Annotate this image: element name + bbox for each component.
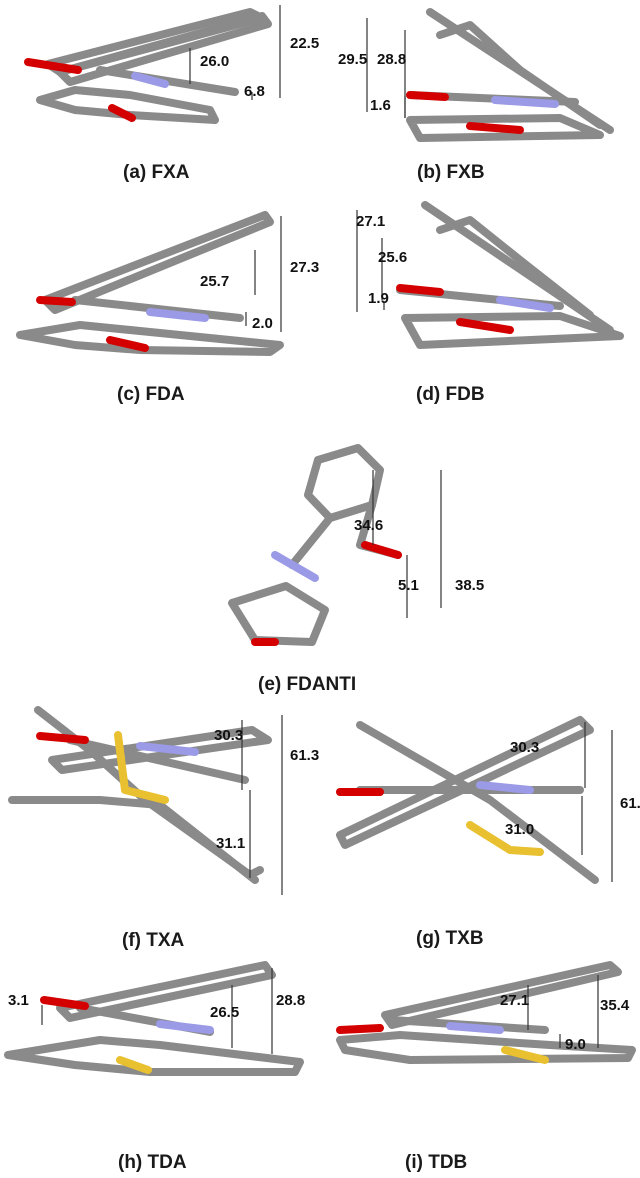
angle-label: 5.1 bbox=[398, 577, 419, 594]
angle-label: 30.3 bbox=[510, 739, 539, 756]
angle-label: 61.2 bbox=[620, 795, 640, 812]
oxygen-atom bbox=[406, 91, 449, 101]
panel-caption: (d) FDB bbox=[416, 384, 485, 405]
molecule-txa bbox=[8, 706, 272, 884]
angle-label: 31.0 bbox=[505, 821, 534, 838]
angle-label: 27.3 bbox=[290, 259, 319, 276]
nitrogen-atom bbox=[446, 1022, 504, 1034]
panel-caption: (h) TDA bbox=[118, 1152, 187, 1173]
furan-oxygen bbox=[456, 318, 514, 334]
angle-label: 25.6 bbox=[378, 249, 407, 266]
molecule-tda bbox=[4, 961, 304, 1076]
sulfur-atom bbox=[466, 821, 544, 856]
furan-ring bbox=[406, 114, 604, 142]
angle-label: 34.6 bbox=[354, 517, 383, 534]
molecule-tdb bbox=[336, 961, 636, 1064]
angle-label: 29.5 bbox=[338, 51, 367, 68]
phenyl-ring bbox=[48, 726, 272, 774]
angle-label: 38.5 bbox=[455, 577, 484, 594]
panel-fda: 25.7 27.3 2.0 (c) FDA bbox=[16, 211, 319, 405]
phenyl-ring bbox=[436, 216, 594, 319]
sulfur-atom bbox=[114, 731, 169, 804]
oxygen-atom bbox=[40, 996, 89, 1010]
oxygen-atom bbox=[361, 541, 402, 559]
panel-caption: (c) FDA bbox=[117, 384, 185, 405]
panel-caption: (i) TDB bbox=[405, 1152, 467, 1173]
sulfur-atom bbox=[116, 1056, 152, 1074]
angle-label: 30.3 bbox=[214, 727, 243, 744]
molecule-fxb bbox=[406, 8, 614, 142]
angle-label: 9.0 bbox=[565, 1036, 586, 1053]
oxygen-atom bbox=[24, 58, 82, 74]
oxygen-atom bbox=[36, 732, 89, 744]
panel-txb: 30.3 61.2 31.0 (g) TXB bbox=[336, 716, 640, 949]
angle-label: 26.5 bbox=[210, 1004, 239, 1021]
angle-label: 31.1 bbox=[216, 835, 245, 852]
furan-oxygen bbox=[466, 122, 524, 134]
nitrogen-atom bbox=[136, 742, 199, 756]
nitrogen-atom bbox=[496, 296, 554, 312]
furan-ring bbox=[228, 582, 329, 646]
furan-ring bbox=[401, 312, 624, 349]
furan-oxygen bbox=[106, 336, 149, 352]
angle-label: 28.8 bbox=[276, 992, 305, 1009]
panel-caption: (e) FDANTI bbox=[258, 674, 356, 695]
angle-label: 1.9 bbox=[368, 290, 389, 307]
nitrogen-atom bbox=[476, 781, 534, 794]
molecule-fda bbox=[16, 211, 284, 356]
furan-oxygen bbox=[108, 104, 136, 122]
nitrogen-atom bbox=[146, 308, 209, 322]
panel-fdanti: 34.6 5.1 38.5 (e) FDANTI bbox=[228, 444, 484, 695]
angle-label: 27.1 bbox=[356, 213, 385, 230]
panel-caption: (f) TXA bbox=[122, 930, 185, 951]
panel-txa: 30.3 61.3 31.1 (f) TXA bbox=[8, 706, 319, 951]
oxygen-atom bbox=[336, 1024, 384, 1034]
angle-label: 35.4 bbox=[600, 997, 630, 1014]
phenyl-ring bbox=[336, 716, 594, 849]
phenyl-ring bbox=[356, 721, 599, 884]
phenyl-ring bbox=[336, 1031, 636, 1064]
panel-tda: 3.1 26.5 28.8 (h) TDA bbox=[4, 961, 305, 1173]
furan-ring bbox=[36, 86, 219, 124]
panel-tdb: 27.1 35.4 9.0 (i) TDB bbox=[336, 961, 636, 1173]
angle-label: 2.0 bbox=[252, 315, 273, 332]
angle-label: 22.5 bbox=[290, 35, 319, 52]
nitrogen-atom bbox=[271, 551, 319, 582]
panel-caption: (g) TXB bbox=[416, 928, 484, 949]
angle-label: 25.7 bbox=[200, 273, 229, 290]
phenyl-ring bbox=[8, 796, 259, 884]
furan-ring bbox=[16, 321, 284, 356]
angle-label: 3.1 bbox=[8, 992, 29, 1009]
panel-caption: (a) FXA bbox=[123, 162, 190, 183]
angle-label: 26.0 bbox=[200, 53, 229, 70]
angle-label: 28.8 bbox=[377, 51, 406, 68]
amide-bond bbox=[66, 736, 249, 784]
sulfur-atom bbox=[501, 1046, 549, 1064]
panel-fxb: 29.5 28.8 1.6 (b) FXB bbox=[338, 8, 614, 183]
panel-fxa: 26.0 22.5 6.8 (a) FXA bbox=[24, 5, 319, 183]
phenyl-ring bbox=[41, 211, 274, 314]
phenyl-ring bbox=[4, 1036, 304, 1076]
nitrogen-atom bbox=[491, 96, 559, 108]
oxygen-atom bbox=[396, 284, 444, 296]
angle-label: 1.6 bbox=[370, 97, 391, 114]
nitrogen-atom bbox=[131, 72, 169, 88]
nitrogen-atom bbox=[156, 1020, 214, 1034]
angle-label: 27.1 bbox=[500, 992, 529, 1009]
molecule-txb bbox=[336, 716, 599, 884]
panel-fdb: 27.1 25.6 1.9 (d) FDB bbox=[356, 201, 624, 405]
panel-caption: (b) FXB bbox=[417, 162, 485, 183]
amide-bond bbox=[288, 514, 334, 569]
molecule-fxa bbox=[24, 8, 272, 124]
oxygen-atom bbox=[36, 296, 76, 306]
angle-label: 61.3 bbox=[290, 747, 319, 764]
molecule-fdb bbox=[396, 201, 624, 349]
molecule-fdanti bbox=[228, 444, 402, 646]
angle-label: 6.8 bbox=[244, 83, 265, 100]
